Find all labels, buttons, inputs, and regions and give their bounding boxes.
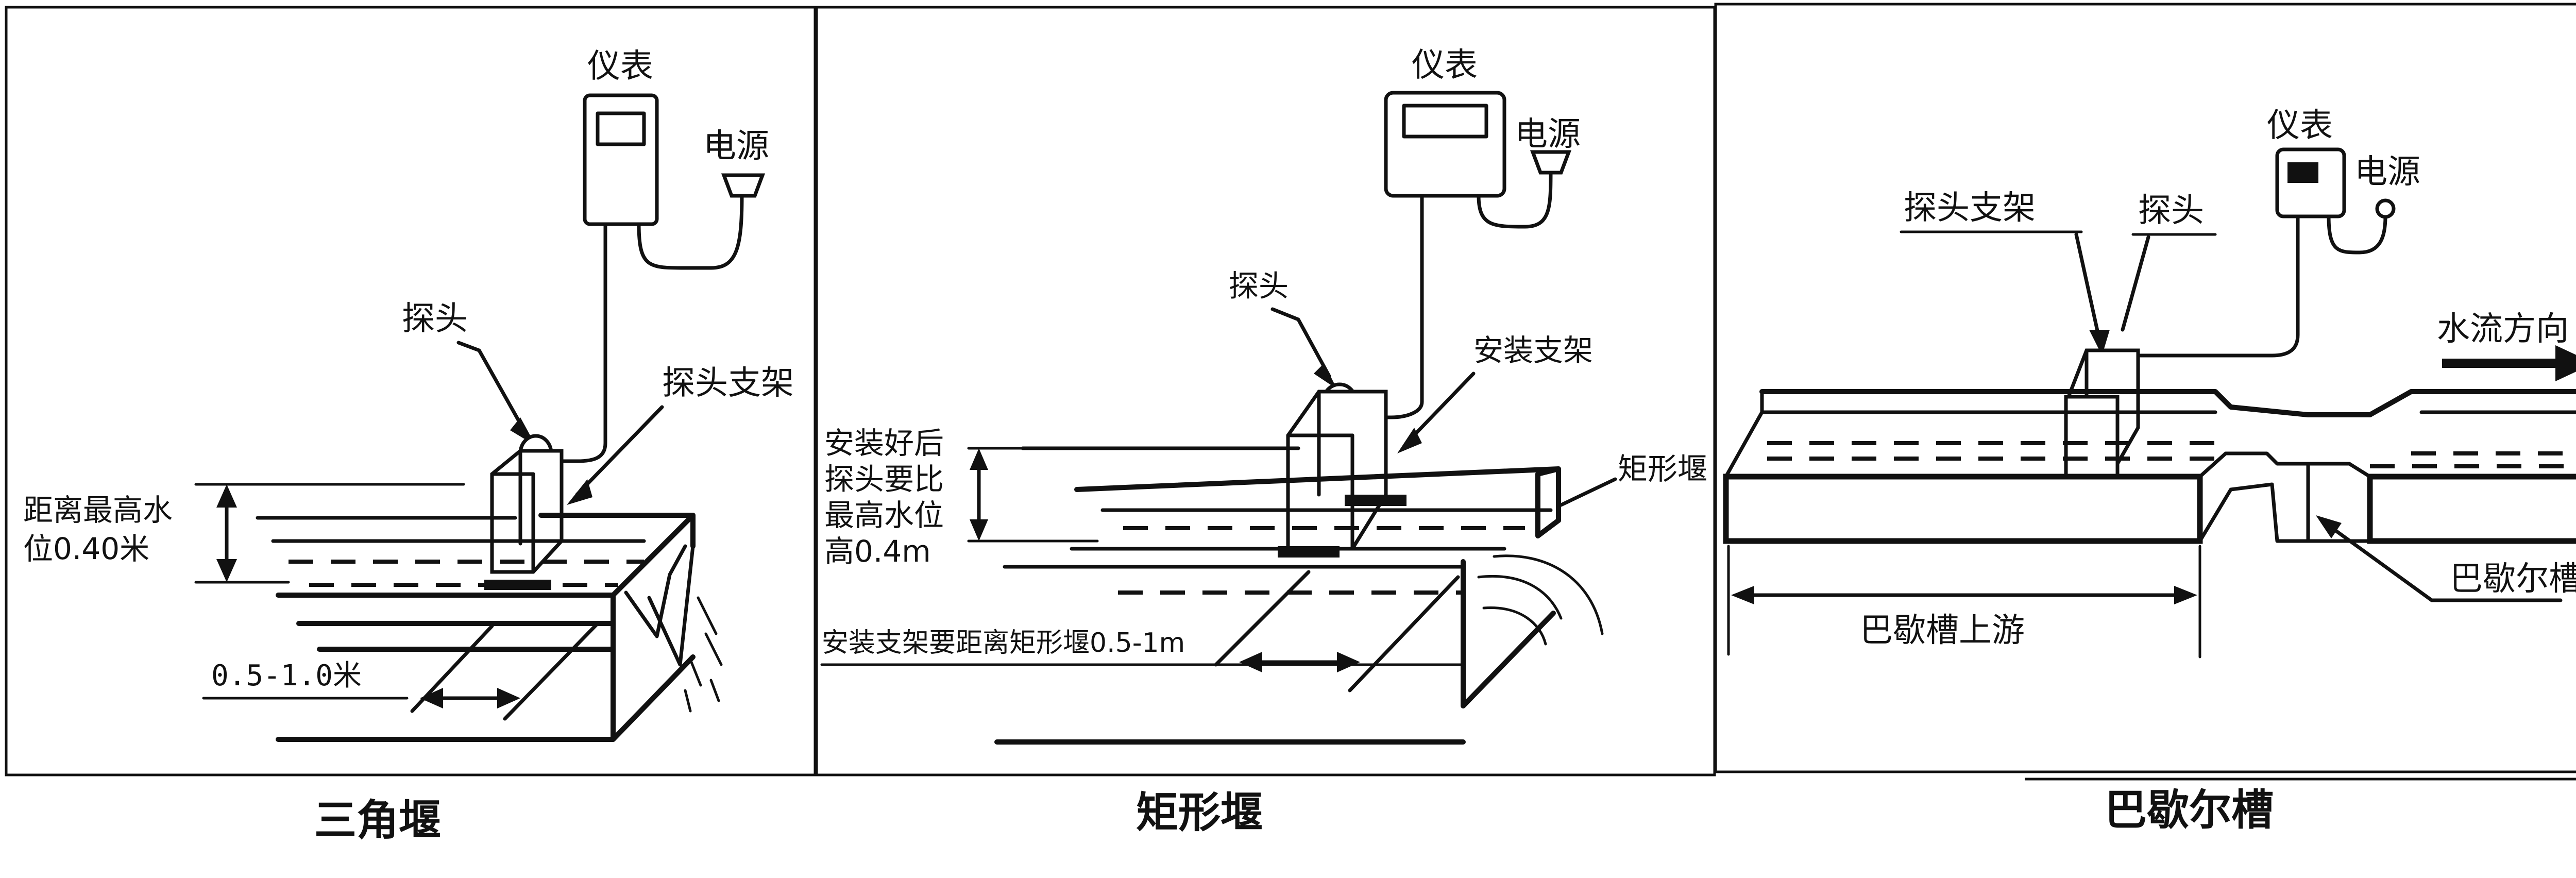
- power-cable: [2327, 214, 2387, 255]
- flume-label-leader: [2327, 524, 2563, 602]
- bracket-post: [490, 449, 564, 574]
- bracket-label: 探头支架: [1904, 189, 2036, 227]
- height-label-line1: 安装好后: [824, 426, 944, 461]
- height-arrow-top: [216, 484, 237, 508]
- meter-screen: [1402, 104, 1488, 139]
- probe-label: 探头: [2138, 192, 2204, 230]
- weir-notch: [624, 544, 687, 638]
- height-label-line2: 探头要比: [824, 462, 944, 497]
- probe-leader: [456, 341, 528, 435]
- bracket-leader-arrow: [567, 479, 592, 505]
- upstream-dim-arrow-left: [1731, 586, 1754, 604]
- weir-right: [647, 544, 695, 667]
- power-label: 电源: [703, 127, 769, 165]
- power-label: 电源: [1515, 115, 1581, 154]
- meter-screen: [596, 111, 646, 146]
- upstream-wall-left: [1724, 390, 1764, 479]
- probe-leader: [1270, 307, 1331, 378]
- height-label-line1: 距离最高水: [23, 493, 173, 528]
- probe-label: 探头: [402, 300, 468, 338]
- flume-left-top: [1759, 389, 2311, 417]
- meter-screen: [2287, 162, 2318, 183]
- bracket-foot: [484, 580, 551, 590]
- panel-title: 巴歇尔槽: [2105, 785, 2274, 835]
- panel-title: 三角堰: [314, 796, 441, 845]
- flume-throat: [2306, 389, 2576, 417]
- bracket-leader-arrow: [2089, 330, 2110, 356]
- flow-arrow-head: [2555, 345, 2576, 381]
- probe-cable: [2136, 214, 2300, 358]
- bracket-post: [1286, 390, 1388, 551]
- distance-arrow-left: [1239, 652, 1262, 672]
- distance-arrow-right: [497, 688, 520, 708]
- panel-parshall-flume: 仪表 电源 探头支架 探头 水流方向: [1723, 107, 2576, 835]
- flume-label: 巴歇尔槽: [2450, 560, 2576, 598]
- weir-plate: [1535, 466, 1561, 538]
- bracket-label: 探头支架: [662, 364, 794, 402]
- channel-diag-2: [503, 621, 600, 721]
- height-label-line4: 高0.4m: [824, 534, 931, 569]
- meter-icon: [1384, 91, 1506, 198]
- plug-icon: [721, 173, 766, 198]
- height-label-line3: 最高水位: [824, 498, 944, 533]
- bracket-leader-arrow: [1397, 428, 1422, 453]
- bracket-leader: [2074, 232, 2102, 342]
- probe-cable: [554, 222, 607, 463]
- power-label: 电源: [2354, 153, 2420, 191]
- distance-label: 安装支架要距离矩形堰0.5-1m: [822, 628, 1185, 659]
- bracket-foot: [1345, 495, 1406, 506]
- upstream-channel-box: [1723, 474, 2203, 544]
- panel-triangular-weir: 仪表 电源 探头 探头支架: [23, 47, 794, 845]
- meter-label: 仪表: [587, 47, 653, 86]
- panel-frame-triangular-weir: [5, 6, 817, 776]
- plug-icon: [1530, 150, 1572, 175]
- height-arrow-bot: [970, 519, 988, 541]
- probe-label: 探头: [1229, 268, 1289, 303]
- channel-diag-2: [1348, 575, 1460, 693]
- probe-cable: [1358, 194, 1424, 419]
- throat-walls-2: [2306, 462, 2372, 543]
- bracket-post-lower: [2064, 395, 2120, 486]
- distance-label: 0.5-1.0米: [211, 659, 362, 693]
- meter-label: 仪表: [1412, 46, 1478, 85]
- bracket-leader: [575, 405, 664, 497]
- channel-back-wall: [538, 513, 696, 549]
- height-label-line2: 位0.40米: [23, 531, 149, 566]
- upstream-label: 巴歇槽上游: [1860, 612, 2025, 650]
- weir-label: 矩形堰: [1618, 451, 1707, 486]
- spill-arc: [1477, 554, 1604, 646]
- bracket-leader: [1404, 372, 1476, 445]
- distance-arrow-left: [420, 688, 443, 708]
- flow-label: 水流方向: [2437, 310, 2569, 348]
- probe-leader-arrow: [1314, 363, 1337, 389]
- downstream-channel-box: [2367, 474, 2576, 544]
- panel-frame-parshall-flume: [1714, 3, 2576, 773]
- spill-marks: [684, 596, 723, 713]
- height-arrow-top: [970, 448, 988, 470]
- plug-icon: [2375, 198, 2396, 219]
- probe-leader: [2121, 235, 2150, 332]
- channel-diag-1: [1214, 570, 1311, 667]
- meter-label: 仪表: [2267, 107, 2333, 145]
- meter-icon: [583, 93, 659, 226]
- flume-leader-arrow: [2316, 515, 2342, 538]
- channel-front-wall-side: [611, 654, 696, 742]
- height-arrow-bot: [216, 559, 237, 582]
- panel-title: 矩形堰: [1136, 788, 1263, 837]
- panel-rectangular-weir: 仪表 电源 探头 安装支架 矩形堰: [820, 46, 1707, 837]
- channel-front: [1461, 559, 1556, 708]
- power-cable: [637, 194, 744, 270]
- weir-leader: [1559, 477, 1617, 507]
- upstream-dim-arrow-right: [2174, 586, 2197, 604]
- bracket-label: 安装支架: [1473, 333, 1593, 368]
- distance-arrow-right: [1337, 652, 1360, 672]
- throat-walls: [2198, 451, 2310, 543]
- power-cable: [1477, 168, 1553, 229]
